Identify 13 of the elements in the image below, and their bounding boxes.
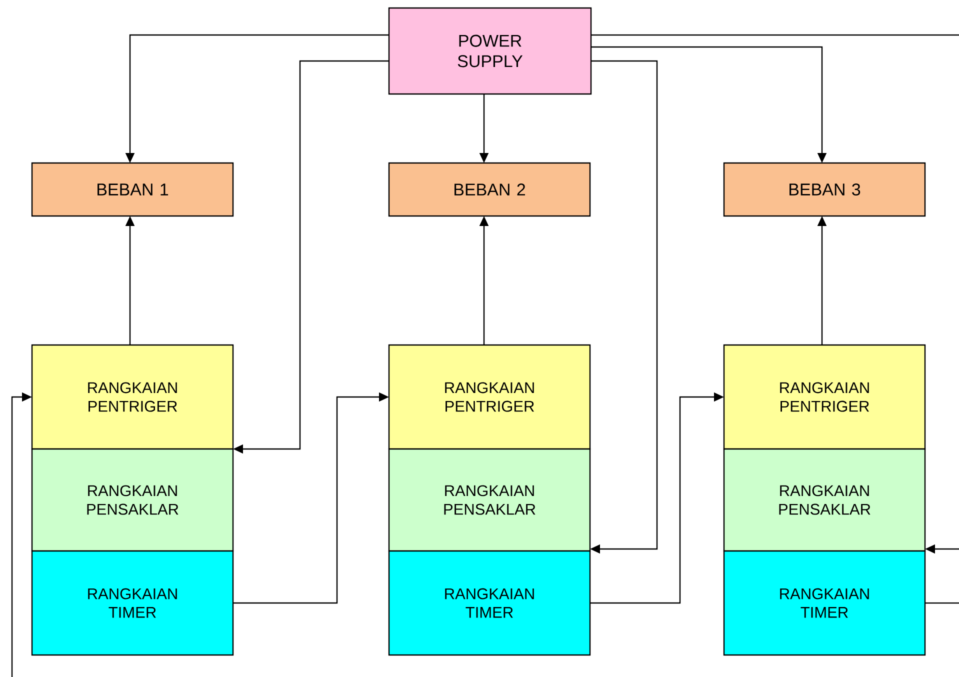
load-box: BEBAN 2	[388, 162, 591, 217]
circuit-box: RANGKAIAN PENSAKLAR	[388, 448, 591, 552]
circuit-box: RANGKAIAN PENTRIGER	[723, 344, 926, 450]
circuit-box: RANGKAIAN PENTRIGER	[31, 344, 234, 450]
power-supply-box: POWER SUPPLY	[388, 7, 592, 95]
circuit-box: RANGKAIAN PENSAKLAR	[723, 448, 926, 552]
circuit-box: RANGKAIAN TIMER	[723, 550, 926, 656]
circuit-box: RANGKAIAN PENTRIGER	[388, 344, 591, 450]
load-box: BEBAN 3	[723, 162, 926, 217]
circuit-box: RANGKAIAN TIMER	[388, 550, 591, 656]
load-box: BEBAN 1	[31, 162, 234, 217]
circuit-box: RANGKAIAN TIMER	[31, 550, 234, 656]
circuit-box: RANGKAIAN PENSAKLAR	[31, 448, 234, 552]
